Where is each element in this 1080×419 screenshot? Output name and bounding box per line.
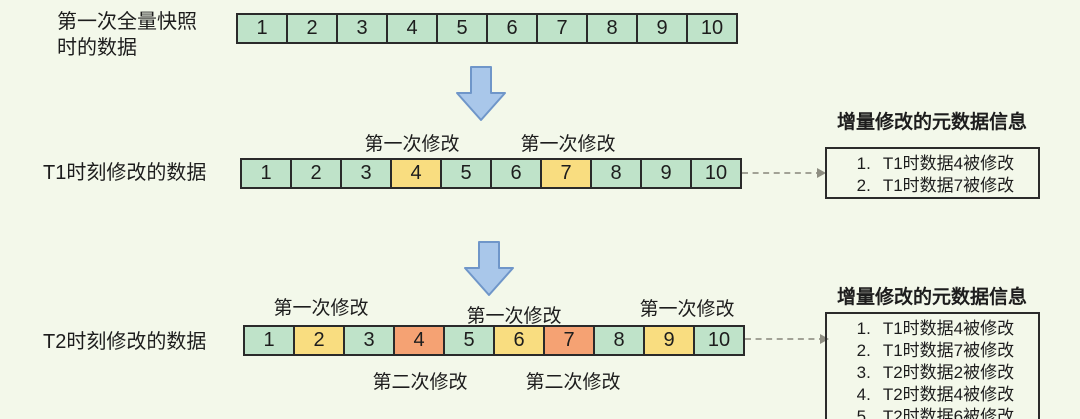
- data-cell: 3: [336, 13, 388, 44]
- data-cell: 5: [440, 158, 492, 189]
- meta-item: 4. T2时数据4被修改: [827, 384, 1038, 406]
- data-cell: 3: [343, 325, 395, 356]
- dashed-arrow-connector-t2: [745, 334, 829, 344]
- data-cell: 1: [240, 158, 292, 189]
- meta-item-number: 1.: [856, 154, 871, 173]
- data-cell: 10: [693, 325, 745, 356]
- mod-label-t1-cell4: 第一次修改: [364, 134, 460, 155]
- data-cell: 7: [536, 13, 588, 44]
- meta-item: 2. T1时数据7被修改: [827, 175, 1038, 197]
- meta-item-text: T2时数据2被修改: [882, 363, 1015, 382]
- t2-data-row: 1 2 3 4 5 6 7 8 9 10: [243, 325, 745, 356]
- meta-item-number: 2.: [856, 176, 871, 195]
- mod-label-t2-cell9: 第一次修改: [639, 299, 735, 320]
- snapshot-row-label-line2: 时的数据: [57, 37, 137, 59]
- down-arrow-icon: [456, 66, 506, 121]
- data-cell: 1: [243, 325, 295, 356]
- down-arrow-icon: [464, 241, 514, 296]
- meta-box-t1: 1. T1时数据4被修改 2. T1时数据7被修改: [825, 147, 1040, 199]
- meta-item-text: T1时数据4被修改: [882, 154, 1015, 173]
- meta-item: 5. T2时数据6被修改: [827, 406, 1038, 419]
- data-cell: 9: [640, 158, 692, 189]
- mod-label-t2-cell7-below: 第二次修改: [525, 372, 621, 393]
- meta-box-t2: 1. T1时数据4被修改 2. T1时数据7被修改 3. T2时数据2被修改 4…: [825, 312, 1040, 419]
- data-cell: 5: [436, 13, 488, 44]
- meta-item-text: T1时数据7被修改: [882, 341, 1015, 360]
- snapshot-row-label-line1: 第一次全量快照: [57, 11, 197, 33]
- meta-item-number: 1.: [856, 319, 871, 338]
- data-cell: 8: [593, 325, 645, 356]
- mod-label-t2-cell4-below: 第二次修改: [372, 372, 468, 393]
- meta-item-text: T2时数据4被修改: [882, 385, 1015, 404]
- data-cell: 7: [540, 158, 592, 189]
- data-cell: 9: [643, 325, 695, 356]
- t1-data-row: 1 2 3 4 5 6 7 8 9 10: [240, 158, 742, 189]
- meta-item: 1. T1时数据4被修改: [827, 153, 1038, 175]
- meta-item-number: 2.: [856, 341, 871, 360]
- data-cell: 2: [290, 158, 342, 189]
- data-cell: 2: [293, 325, 345, 356]
- t2-row-label: T2时刻修改的数据: [43, 331, 207, 353]
- data-cell: 2: [286, 13, 338, 44]
- mod-label-t2-cell6: 第一次修改: [466, 306, 562, 327]
- data-cell: 6: [486, 13, 538, 44]
- meta-title-t1: 增量修改的元数据信息: [836, 112, 1028, 133]
- data-cell: 3: [340, 158, 392, 189]
- data-cell: 4: [390, 158, 442, 189]
- snapshot-data-row: 1 2 3 4 5 6 7 8 9 10: [236, 13, 738, 44]
- data-cell: 9: [636, 13, 688, 44]
- meta-item-number: 3.: [856, 363, 871, 382]
- data-cell: 4: [386, 13, 438, 44]
- data-cell: 6: [490, 158, 542, 189]
- meta-item-text: T1时数据4被修改: [882, 319, 1015, 338]
- meta-item: 2. T1时数据7被修改: [827, 340, 1038, 362]
- data-cell: 8: [590, 158, 642, 189]
- meta-item: 1. T1时数据4被修改: [827, 318, 1038, 340]
- data-cell: 4: [393, 325, 445, 356]
- meta-item-text: T2时数据6被修改: [882, 407, 1015, 419]
- snapshot-row-label: 第一次全量快照 时的数据: [57, 9, 197, 61]
- meta-item-number: 5.: [856, 407, 871, 419]
- data-cell: 1: [236, 13, 288, 44]
- t1-row-label: T1时刻修改的数据: [43, 162, 207, 184]
- dashed-arrow-connector-t1: [742, 168, 826, 178]
- data-cell: 6: [493, 325, 545, 356]
- data-cell: 8: [586, 13, 638, 44]
- data-cell: 7: [543, 325, 595, 356]
- meta-title-t2: 增量修改的元数据信息: [836, 287, 1028, 308]
- mod-label-t2-cell2: 第一次修改: [273, 298, 369, 319]
- meta-item-number: 4.: [856, 385, 871, 404]
- data-cell: 5: [443, 325, 495, 356]
- meta-item: 3. T2时数据2被修改: [827, 362, 1038, 384]
- data-cell: 10: [690, 158, 742, 189]
- meta-item-text: T1时数据7被修改: [882, 176, 1015, 195]
- data-cell: 10: [686, 13, 738, 44]
- mod-label-t1-cell7: 第一次修改: [520, 134, 616, 155]
